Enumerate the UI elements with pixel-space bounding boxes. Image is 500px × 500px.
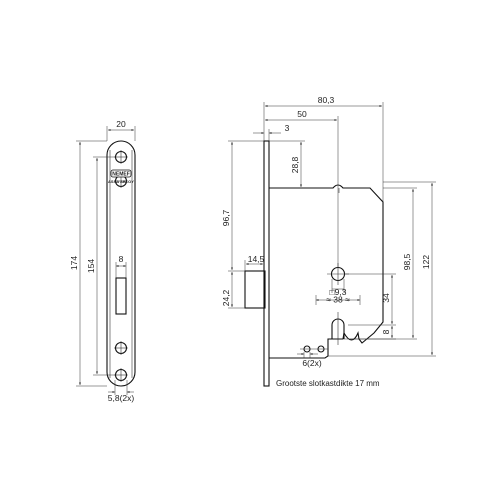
dim-screw-hole: 5,8(2x) xyxy=(108,393,135,403)
dim-center-distance: ≈ 38 ≈ xyxy=(326,295,350,305)
dim-fixing-holes: 6(2x) xyxy=(302,358,322,368)
lockcase-thickness-note: Grootste slotkastdikte 17 mm xyxy=(276,379,380,388)
brand-subtitle: ASSA ABLOY xyxy=(108,179,134,184)
dim-cylinder-bottom: 8 xyxy=(381,329,391,334)
lockcase-body xyxy=(269,184,384,359)
dim-overall-width: 80,3 xyxy=(318,95,335,105)
screw-hole-lower xyxy=(114,341,128,355)
dim-case-height: 122 xyxy=(421,255,431,269)
dim-bolt-projection: 14,5 xyxy=(248,254,265,264)
screw-hole-top xyxy=(114,150,128,164)
screw-hole-bottom xyxy=(114,368,128,382)
dim-top-offset: 28,8 xyxy=(290,156,300,173)
bolt-opening xyxy=(115,277,127,315)
dim-bolt-width: 8 xyxy=(119,254,124,264)
dim-cylinder-height: 34 xyxy=(381,293,391,303)
brand-logo-text: NEMEF xyxy=(112,172,130,178)
dim-handle-to-cylinder: 98,5 xyxy=(402,253,412,270)
dim-spindle: □9,3 xyxy=(330,287,347,297)
dim-width: 20 xyxy=(116,119,126,129)
dim-height-screws: 154 xyxy=(86,259,96,273)
front-plate xyxy=(263,140,270,387)
dim-bolt-throw: 24,2 xyxy=(221,289,231,306)
faceplate-outline xyxy=(106,140,136,387)
dim-backset: 50 xyxy=(297,109,307,119)
dim-height-total: 174 xyxy=(69,256,79,270)
lockcase-view: 80,3 50 3 28,8 96,7 14,5 24,2 □9,3 xyxy=(221,95,436,388)
dim-plate-thickness: 3 xyxy=(285,123,290,133)
dead-bolt xyxy=(244,270,266,309)
faceplate-view: NEMEF ASSA ABLOY 20 174 154 8 5,8(2x) xyxy=(69,119,136,403)
brand-logo xyxy=(110,169,132,178)
dim-bolt-height: 96,7 xyxy=(221,209,231,226)
